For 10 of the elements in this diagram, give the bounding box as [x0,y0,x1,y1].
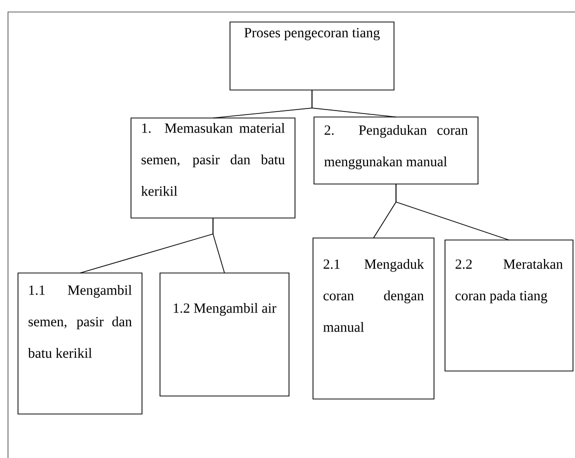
process-box: 2.1 Mengaduk coran dengan manual [312,238,434,400]
process-box: 2. Pengadukan coran menggunakan manual [314,116,478,184]
connector-line [312,90,396,118]
connector-line [396,184,510,240]
process-box: 2.2 Meratakan coran pada tiang [444,240,574,372]
process-box: Proses pengecoran tiang [230,22,394,90]
process-box: 1.1 Mengambil semen, pasir dan batu kerikil [18,272,142,414]
process-box: 1. Memasukan material semen, pasir dan batu kerikil [130,118,296,218]
connector-line [212,218,225,274]
process-box: 1.2 Mengambil air [160,272,290,396]
